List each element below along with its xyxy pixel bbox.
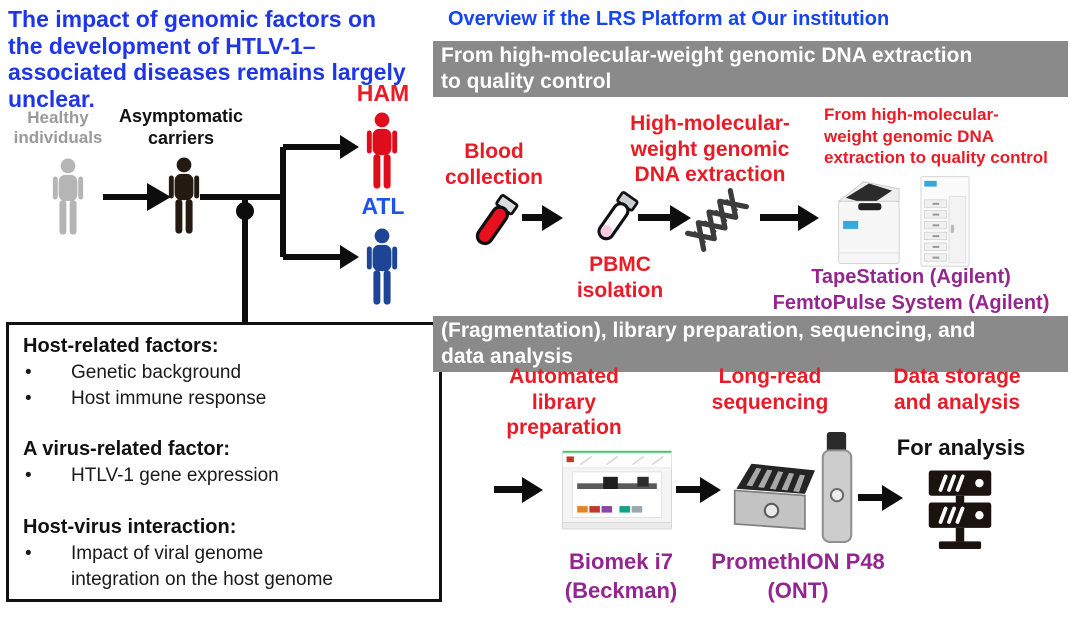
promethion-caption: PromethION P48 (ONT) (711, 549, 885, 603)
section-title: A virus-related factor: (23, 438, 231, 461)
branch-connector-lines (103, 135, 359, 327)
qc-note-label: From high-molecular- weight genomic DNA … (824, 105, 1048, 168)
healthy-individuals-label: Healthy individuals (13, 108, 103, 148)
biomek-caption: Biomek i7 (Beckman) (564, 549, 678, 603)
blood-collection-label: Blood collection (444, 140, 544, 189)
banner-library-sequencing: (Fragmentation), library preparation, se… (433, 316, 1068, 373)
arrow-icon (676, 486, 700, 493)
list-item-text: Genetic background (71, 362, 242, 383)
bullet-icon: • (25, 465, 32, 487)
factors-section-host: Host-related factors: • Genetic backgrou… (23, 333, 435, 412)
list-item-text: HTLV-1 gene expression (71, 465, 279, 487)
tapestation-image (837, 181, 900, 264)
arrow-icon (494, 486, 522, 493)
instruments-caption: TapeStation (Agilent) FemtoPulse System … (772, 266, 1050, 314)
femtopulse-image (920, 176, 970, 267)
hmw-dna-extraction-label: High-molecular- weight genomic DNA extra… (630, 112, 790, 187)
pbmc-isolation-label: PBMC isolation (576, 253, 664, 302)
list-item: • HTLV-1 gene expression (23, 463, 435, 489)
list-item-text: Host immune response (71, 388, 267, 410)
banner-dna-extraction: From high-molecular-weight genomic DNA e… (433, 41, 1068, 98)
list-item-text: Impact of viral genome integration on th… (71, 542, 333, 590)
bullet-icon: • (25, 542, 32, 564)
list-item: • Host immune response (23, 386, 435, 412)
dna-icon (685, 188, 749, 252)
lrs-overview-title: Overview if the LRS Platform at Our inst… (448, 8, 890, 30)
server-icon (928, 470, 992, 549)
data-storage-label: Data storage and analysis (893, 365, 1021, 414)
factors-section-virus: A virus-related factor: • HTLV-1 gene ex… (23, 436, 435, 489)
atl-person-icon (366, 228, 398, 305)
blood-tube-icon (475, 194, 519, 246)
factors-section-interaction: Host-virus interaction: • Impact of vira… (23, 514, 435, 593)
ham-person-icon (366, 112, 398, 189)
automated-library-label: Automated library preparation (506, 365, 622, 440)
arrow-icon (522, 214, 542, 221)
left-heading: The impact of genomic factors on the dev… (8, 6, 406, 113)
for-analysis-label: For analysis (896, 435, 1026, 460)
section-title: Host-related factors: (23, 335, 219, 357)
arrow-icon (638, 214, 670, 221)
bullet-icon: • (25, 388, 32, 410)
biomek-image (562, 450, 672, 530)
asymptomatic-carriers-label: Asymptomatic carriers (118, 106, 244, 148)
arrow-icon (858, 494, 882, 501)
factors-box: Host-related factors: • Genetic backgrou… (6, 322, 442, 602)
pbmc-tube-icon (597, 191, 639, 241)
section-title: Host-virus interaction: (23, 515, 237, 538)
ham-label: HAM (356, 80, 410, 106)
arrow-icon (760, 214, 798, 221)
long-read-sequencing-label: Long-read sequencing (711, 365, 829, 414)
atl-label: ATL (361, 193, 405, 219)
list-item: • Impact of viral genome integration on … (23, 541, 435, 593)
flow-cell-tower-image (821, 432, 853, 543)
promethion-image (733, 463, 815, 530)
healthy-person-icon (52, 158, 84, 235)
list-item: • Genetic background (23, 360, 435, 386)
carrier-person-icon (168, 157, 200, 234)
bullet-icon: • (25, 362, 32, 383)
